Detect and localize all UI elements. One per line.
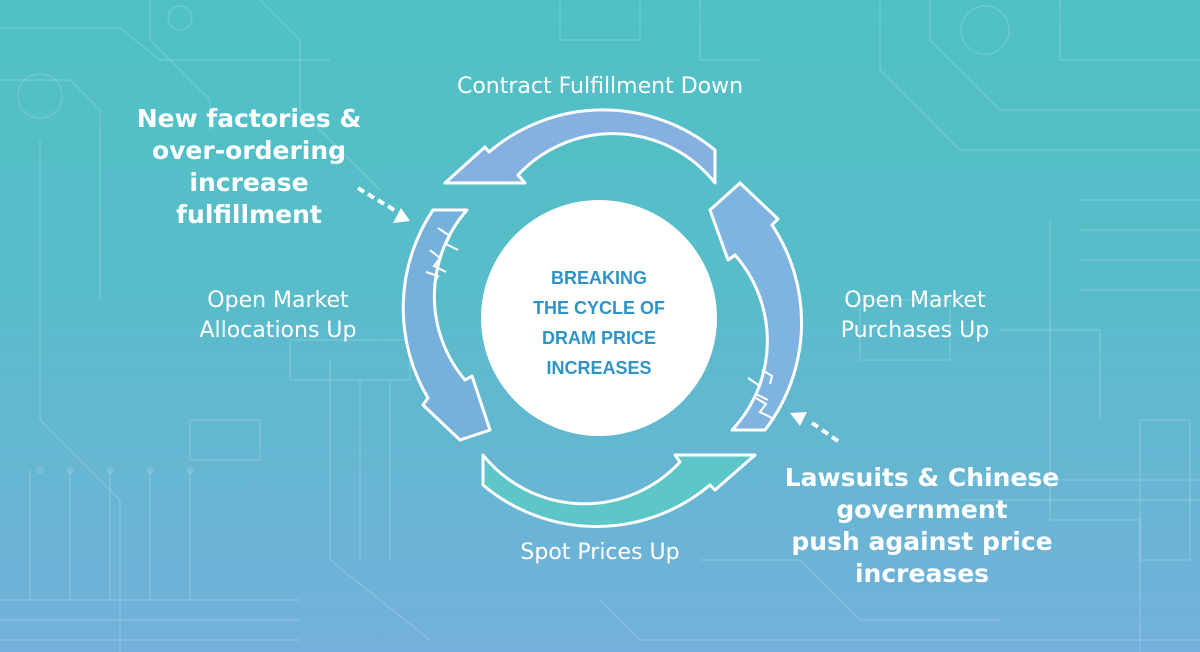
callout-bottom-right-line-1: Lawsuits & Chinese: [784, 463, 1060, 492]
arrow-left: [401, 208, 492, 442]
step-left-line-1: Open Market: [207, 288, 349, 313]
step-right-line-2: Purchases Up: [840, 318, 990, 343]
callout-top-left-line-3: increase: [189, 168, 309, 197]
center-circle: [481, 200, 717, 436]
callout-top-left-line-4: fulfillment: [176, 200, 322, 229]
arrow-top: [443, 108, 717, 185]
callout-bottom-right: Lawsuits & Chinese government push again…: [772, 462, 1072, 590]
step-left-line-2: Allocations Up: [199, 318, 357, 343]
step-top-label: Contract Fulfillment Down: [456, 74, 744, 99]
step-right-line-1: Open Market: [844, 288, 986, 313]
center-title-line-1: BREAKING: [550, 268, 647, 288]
center-title-line-2: THE CYCLE OF: [532, 298, 665, 318]
step-right-label: Open Market Purchases Up: [820, 286, 1010, 346]
step-bottom-label: Spot Prices Up: [520, 540, 680, 565]
callout-bottom-right-line-4: increases: [854, 559, 990, 588]
center-title-line-3: DRAM PRICE: [541, 328, 656, 348]
center-title: BREAKING THE CYCLE OF DRAM PRICE INCREAS…: [499, 263, 699, 383]
step-left-label: Open Market Allocations Up: [178, 286, 378, 346]
callout-bottom-right-line-3: push against price: [791, 527, 1053, 556]
crack-left-icon: [425, 227, 459, 285]
callout-top-left: New factories & over-ordering increase f…: [128, 103, 370, 231]
callout-bottom-right-line-2: government: [836, 495, 1008, 524]
callout-top-left-line-2: over-ordering: [151, 136, 347, 165]
arrow-bottom: [481, 453, 757, 528]
callout-arrow-bottom-right-icon: [790, 412, 840, 443]
center-title-line-4: INCREASES: [546, 358, 652, 378]
callout-arrow-top-left-icon: [356, 186, 410, 223]
arrow-right: [708, 181, 803, 432]
callout-top-left-line-1: New factories &: [136, 104, 362, 133]
crack-right-icon: [747, 369, 774, 419]
